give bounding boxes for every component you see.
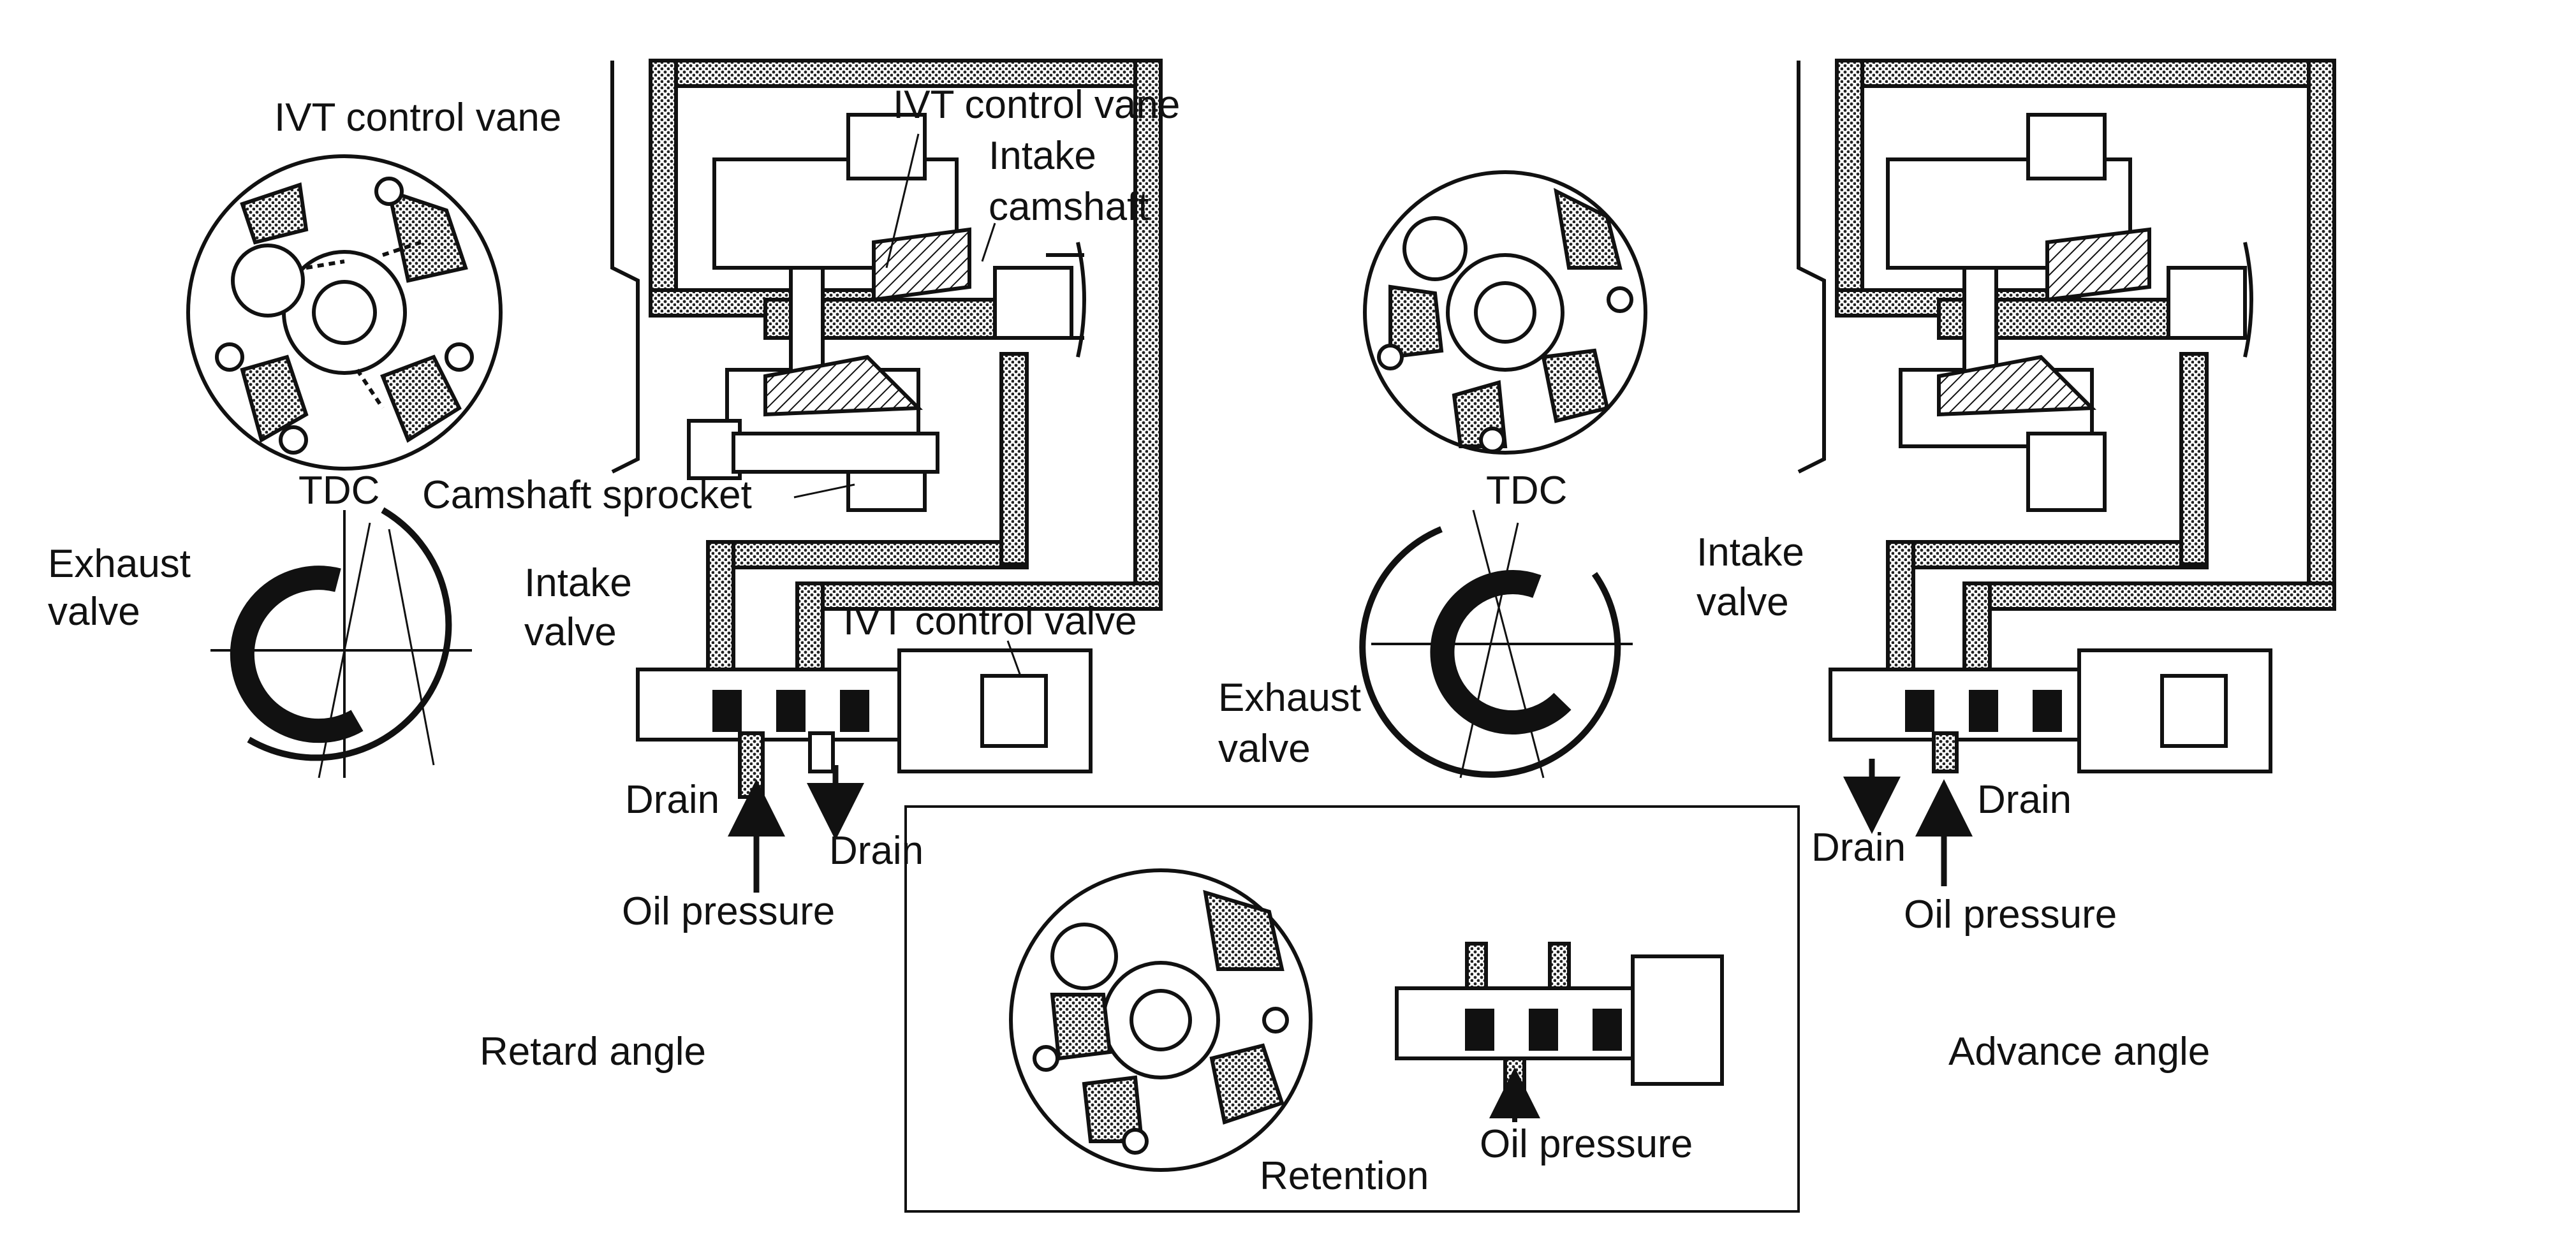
advance-drain-right-label: Drain bbox=[1977, 778, 2072, 822]
advance-intake-label-1: Intake bbox=[1696, 530, 1804, 574]
center-leader-lines bbox=[793, 133, 1022, 676]
advance-angle-label: Advance angle bbox=[1948, 1030, 2210, 1074]
retard-timing-circle bbox=[210, 507, 472, 778]
retard-intake-label-2: valve bbox=[524, 610, 617, 654]
advance-oil-passage bbox=[1835, 59, 2336, 694]
advance-drain-left-label: Drain bbox=[1811, 826, 1906, 870]
retention-panel bbox=[904, 805, 1800, 1213]
retard-vane-disc bbox=[186, 154, 503, 471]
advance-timing-circle bbox=[1359, 509, 1633, 778]
retard-tdc-label: TDC bbox=[298, 469, 379, 513]
advance-intake-label-2: valve bbox=[1696, 580, 1789, 624]
center-drain-left-label: Drain bbox=[625, 778, 719, 822]
advance-flow-arrows bbox=[1843, 759, 1973, 886]
center-control-valve bbox=[636, 648, 1093, 799]
center-sprocket-label: Camshaft sprocket bbox=[422, 473, 752, 517]
advance-control-valve bbox=[1829, 648, 2272, 773]
retard-angle-label: Retard angle bbox=[480, 1030, 706, 1074]
retard-vane-label: IVT control vane bbox=[274, 96, 561, 140]
center-oil-pressure-label: Oil pressure bbox=[622, 889, 835, 933]
center-drain-right-label: Drain bbox=[829, 829, 924, 873]
advance-camshaft-assembly bbox=[1797, 61, 2253, 512]
center-camshaft-label-2: camshaft bbox=[989, 185, 1149, 229]
retention-control-valve bbox=[1395, 942, 1724, 1099]
retard-intake-label-1: Intake bbox=[524, 561, 632, 605]
retention-vane-disc bbox=[1009, 868, 1313, 1172]
advance-exhaust-label-2: valve bbox=[1218, 727, 1311, 771]
advance-vane-disc bbox=[1363, 170, 1647, 455]
center-camshaft-assembly bbox=[610, 61, 1086, 512]
retard-exhaust-label-1: Exhaust bbox=[48, 542, 191, 586]
advance-tdc-label: TDC bbox=[1486, 469, 1567, 513]
retention-label: Retention bbox=[1260, 1154, 1429, 1198]
advance-oil-pressure-label: Oil pressure bbox=[1904, 893, 2117, 937]
retention-oil-pressure-label: Oil pressure bbox=[1480, 1122, 1693, 1166]
retard-exhaust-label-2: valve bbox=[48, 590, 140, 634]
center-vane-label: IVT control vane bbox=[893, 83, 1180, 127]
center-camshaft-label-1: Intake bbox=[989, 134, 1096, 178]
center-flow-arrows bbox=[728, 765, 864, 893]
advance-exhaust-label-1: Exhaust bbox=[1218, 676, 1361, 720]
center-valve-label: IVT control valve bbox=[843, 599, 1137, 643]
labels: IVT control vane TDC Exhaust valve Intak… bbox=[48, 83, 2210, 1198]
